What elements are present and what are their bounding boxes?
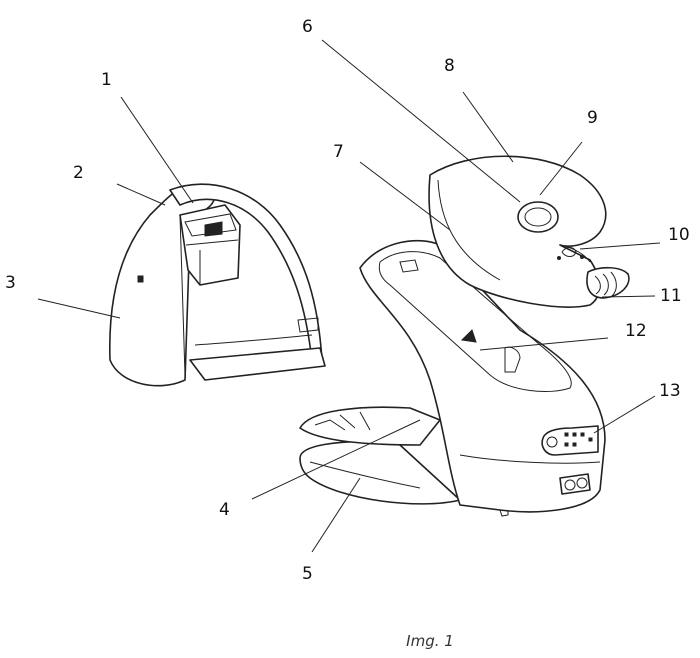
leader-10 <box>579 242 661 250</box>
callout-9: 9 <box>587 108 598 128</box>
callout-7: 7 <box>333 142 344 162</box>
leader-7 <box>359 161 451 231</box>
callout-8: 8 <box>444 56 455 76</box>
callout-labels: 1 2 3 4 5 6 7 8 9 10 11 12 13 <box>5 17 690 584</box>
leader-12 <box>479 337 609 351</box>
callout-12: 12 <box>625 321 647 341</box>
callout-3: 3 <box>5 273 16 293</box>
leader-2 <box>116 183 166 206</box>
leader-1 <box>120 96 194 204</box>
leader-13 <box>593 395 656 434</box>
callout-5: 5 <box>302 564 313 584</box>
callout-2: 2 <box>73 163 84 183</box>
callout-1: 1 <box>101 70 112 90</box>
leader-3 <box>37 298 121 319</box>
leader-8 <box>462 91 514 163</box>
iron-part <box>428 155 630 308</box>
callout-13: 13 <box>659 381 681 401</box>
left-cover-part <box>108 183 326 387</box>
leader-lines <box>37 39 661 553</box>
callout-11: 11 <box>660 286 682 306</box>
leader-4 <box>251 419 421 500</box>
leader-5 <box>311 477 361 553</box>
callout-6: 6 <box>302 17 313 37</box>
leader-9 <box>539 141 583 196</box>
figure-caption: Img. 1 <box>406 632 454 650</box>
leader-11 <box>601 295 656 298</box>
callout-4: 4 <box>219 500 230 520</box>
leader-6 <box>321 39 521 203</box>
callout-10: 10 <box>668 225 690 245</box>
